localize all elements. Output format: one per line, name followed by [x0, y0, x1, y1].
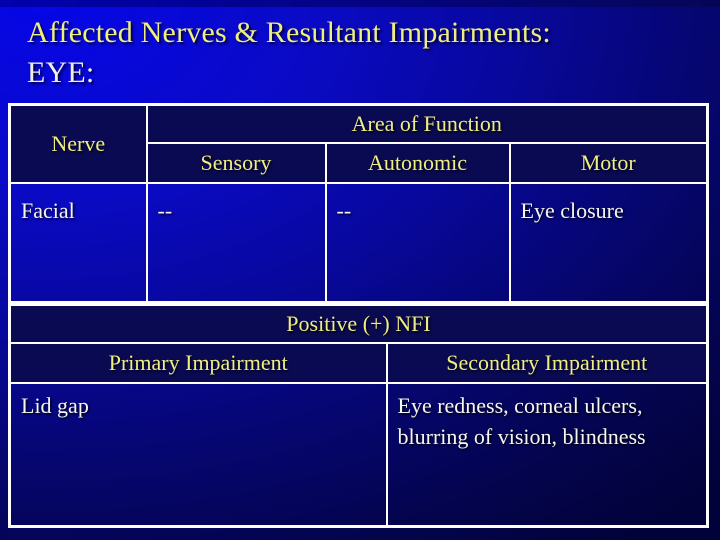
- nerve-impairment-table: Nerve Area of Function Sensory Autonomic…: [8, 103, 710, 304]
- table-row: Sensory Autonomic Motor: [10, 142, 709, 184]
- slide-title: Affected Nerves & Resultant Impairments:…: [27, 13, 551, 93]
- nerve-column-header: Nerve: [8, 103, 148, 184]
- secondary-impairment-header: Secondary Impairment: [385, 342, 709, 384]
- table-row: Lid gap Eye redness, corneal ulcers, blu…: [8, 382, 709, 528]
- area-of-function-header: Area of Function: [145, 103, 709, 144]
- positive-nfi-header: Positive (+) NFI: [8, 303, 709, 344]
- motor-cell: Eye closure: [508, 182, 709, 304]
- secondary-impairment-cell: Eye redness, corneal ulcers, blurring of…: [385, 382, 709, 528]
- autonomic-cell: --: [324, 182, 511, 304]
- slide-top-edge-strip: [0, 0, 720, 7]
- sensory-column-header: Sensory: [145, 142, 327, 184]
- primary-impairment-cell: Lid gap: [8, 382, 388, 528]
- table-row: Facial -- -- Eye closure: [8, 182, 709, 304]
- autonomic-column-header: Autonomic: [324, 142, 511, 184]
- table-row: Primary Impairment Secondary Impairment: [8, 342, 709, 384]
- nfi-impairment-table: Positive (+) NFI Primary Impairment Seco…: [8, 303, 710, 528]
- table-row: Nerve Area of Function: [8, 103, 709, 184]
- table-row: Positive (+) NFI: [8, 303, 709, 344]
- motor-column-header: Motor: [508, 142, 709, 184]
- slide-title-line2: EYE:: [27, 56, 95, 89]
- primary-impairment-header: Primary Impairment: [8, 342, 388, 384]
- nerve-cell: Facial: [8, 182, 148, 304]
- sensory-cell: --: [145, 182, 327, 304]
- slide-title-line1: Affected Nerves & Resultant Impairments:: [27, 16, 551, 49]
